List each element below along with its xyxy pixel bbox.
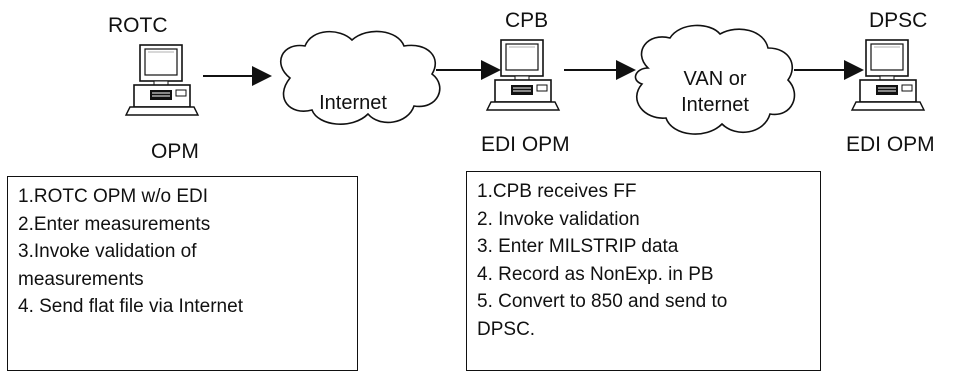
van-internet-cloud-shape: [634, 24, 796, 135]
list-item: DPSC.: [477, 318, 536, 340]
list-item: 2.Enter measurements: [18, 213, 211, 235]
list-item: 3. Enter MILSTRIP data: [477, 236, 679, 257]
rotc-title: ROTC: [108, 14, 168, 37]
dpsc-computer-icon: [851, 39, 925, 111]
cpb-steps-box: 1.CPB receives FF 2. Invoke validation 3…: [466, 171, 821, 371]
internet-cloud-label: Internet: [308, 90, 398, 116]
rotc-steps-box: 1.ROTC OPM w/o EDI 2.Enter measurements …: [7, 176, 358, 371]
list-item: 2. Invoke validation: [477, 208, 640, 230]
cpb-steps-list: 1.CPB receives FF 2. Invoke validation 3…: [467, 172, 820, 343]
list-item: 3.Invoke validation of: [18, 241, 197, 262]
cpb-title: CPB: [505, 9, 549, 32]
list-item: 4. Record as NonExp. in PB: [477, 263, 714, 285]
dpsc-title: DPSC: [869, 9, 928, 32]
internet-cloud-shape: [279, 30, 441, 125]
rotc-steps-list: 1.ROTC OPM w/o EDI 2.Enter measurements …: [8, 177, 357, 321]
list-item: 4. Send flat file via Internet: [18, 296, 243, 317]
list-item: 5. Convert to 850 and send to: [477, 291, 728, 312]
van-cloud-label: VAN or Internet: [660, 66, 770, 118]
list-item: measurements: [18, 268, 144, 290]
cpb-caption: EDI OPM: [481, 133, 570, 156]
rotc-caption: OPM: [151, 140, 199, 163]
cpb-computer-icon: [486, 39, 560, 111]
rotc-computer-icon: [125, 44, 199, 116]
van-cloud-line2: Internet: [681, 94, 749, 116]
list-item: 1.CPB receives FF: [477, 181, 637, 202]
internet-cloud-line1: Internet: [319, 92, 387, 114]
van-cloud-line1: VAN or: [683, 68, 747, 90]
list-item: 1.ROTC OPM w/o EDI: [18, 186, 209, 207]
dpsc-caption: EDI OPM: [846, 133, 935, 156]
